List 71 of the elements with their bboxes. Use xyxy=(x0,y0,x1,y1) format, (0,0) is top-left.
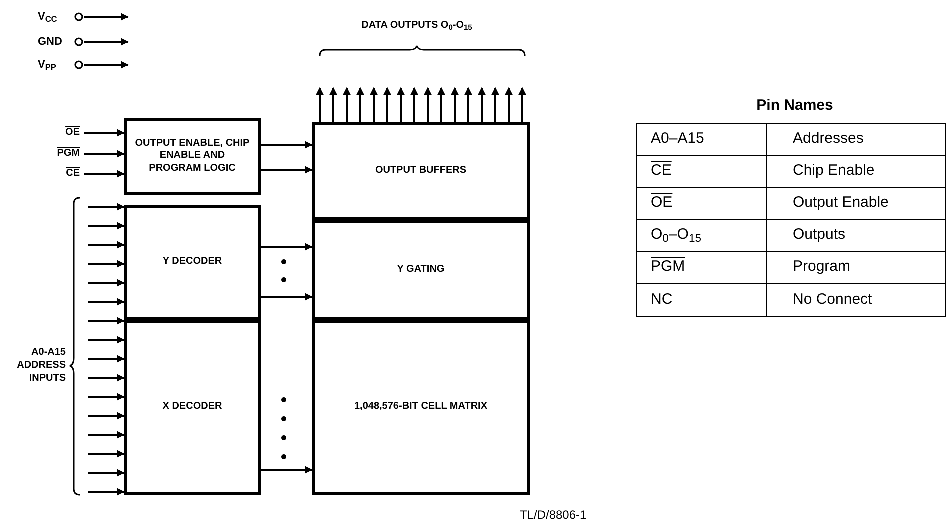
arrow xyxy=(88,450,125,458)
signal-name: CE xyxy=(66,169,80,179)
arrow xyxy=(518,87,526,122)
arrow xyxy=(478,87,486,122)
signal-name: PGM xyxy=(57,149,80,159)
table-title: Pin Names xyxy=(756,96,834,116)
arrow xyxy=(84,38,129,46)
arrow xyxy=(424,87,432,122)
arrow xyxy=(505,87,513,122)
arrow xyxy=(88,431,125,439)
pin-name: GND xyxy=(38,34,62,50)
output-buffer-block: OUTPUT BUFFERS xyxy=(312,122,530,220)
cell-matrix-block: 1,048,576-BIT CELL MATRIX xyxy=(312,320,530,495)
table-cell: A0–A15 xyxy=(637,124,767,156)
arrow xyxy=(88,374,125,382)
table-cell: CE xyxy=(637,156,767,188)
arrow xyxy=(464,87,472,122)
table-cell: O$_{0}$–O$_{15}$ xyxy=(637,220,767,252)
arrow xyxy=(88,393,125,401)
table-cell: PGM xyxy=(637,252,767,284)
arrow xyxy=(88,222,125,230)
decoder-block: X DECODER xyxy=(124,320,261,495)
arrow xyxy=(343,87,351,122)
table-cell: OE xyxy=(637,188,767,220)
figure-code: TL/D/8806-1 xyxy=(520,507,587,524)
arrow xyxy=(84,61,129,69)
arrow xyxy=(88,241,125,249)
arrow xyxy=(261,166,313,174)
arrow xyxy=(370,87,378,122)
arrow xyxy=(261,293,313,301)
arrow xyxy=(84,13,129,21)
arrow xyxy=(88,412,125,420)
table-cell: Output Enable xyxy=(767,188,945,220)
arrow xyxy=(88,279,125,287)
arrow xyxy=(261,141,313,149)
arrow xyxy=(261,243,313,251)
arrow xyxy=(88,488,125,496)
pin-name: V$_{CC}$ xyxy=(38,10,58,26)
arrow xyxy=(88,260,125,268)
table-cell: Addresses xyxy=(767,124,945,156)
arrow xyxy=(451,87,459,122)
table-cell: Program xyxy=(767,252,945,284)
arrow xyxy=(330,87,338,122)
arrow xyxy=(316,87,324,122)
arrow xyxy=(261,466,313,474)
table-cell-text: No Connect xyxy=(792,290,874,310)
arrow xyxy=(384,87,392,122)
arrow xyxy=(84,170,125,178)
decoder-block: Y DECODER xyxy=(124,205,261,320)
arrow xyxy=(88,469,125,477)
arrow xyxy=(88,336,125,344)
gating-block: Y GATING xyxy=(312,220,530,320)
arrow xyxy=(84,129,125,137)
bus-label: A0-A15 ADDRESS INPUTS xyxy=(16,346,66,385)
signal-name: OE xyxy=(66,128,80,138)
table-cell: NC xyxy=(637,284,767,316)
arrow xyxy=(88,317,125,325)
pin-name: V$_{PP}$ xyxy=(38,58,56,74)
arrow xyxy=(356,87,364,122)
table-cell: Chip Enable xyxy=(767,156,945,188)
table-cell: Outputs xyxy=(767,220,945,252)
arrow xyxy=(84,150,125,158)
arrow xyxy=(492,87,500,122)
arrow xyxy=(88,298,125,306)
arrow xyxy=(410,87,418,122)
arrow xyxy=(88,203,125,211)
arrow xyxy=(88,355,125,363)
arrow xyxy=(438,87,446,122)
arrow xyxy=(397,87,405,122)
logic-block: OUTPUT ENABLE, CHIP ENABLE AND PROGRAM LOGIC xyxy=(124,118,261,195)
bus-label: DATA OUTPUTS O$_{0}$-O$_{15}$ xyxy=(360,19,474,33)
